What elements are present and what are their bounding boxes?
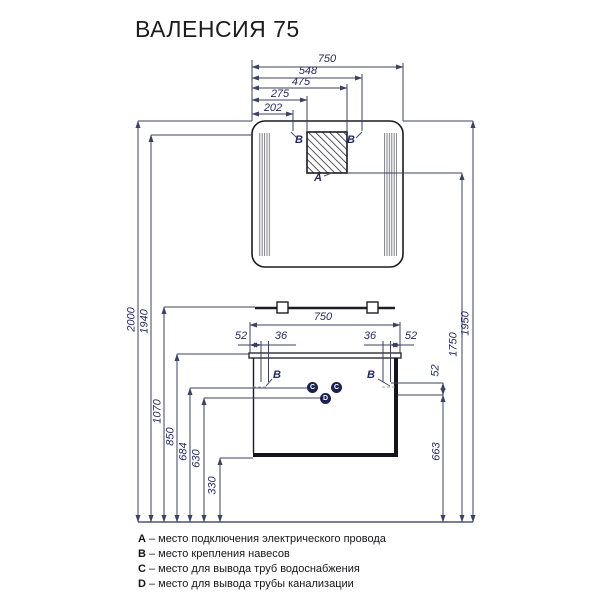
leader-cab-b-left [265,378,273,387]
leader-lines [265,131,391,387]
hanger-bolts [260,358,391,382]
legend-item-b: B– место крепления навесов [138,548,386,560]
ext-hanger-bolts [260,345,391,358]
legend-key-c: C [138,563,146,575]
mirror-outline [251,120,404,268]
legend-text-b: – место крепления навесов [148,548,290,560]
label-mirror-b-right: B [347,134,355,146]
countertop [248,352,402,359]
dim-663: 663 [430,442,443,461]
dim-52-left: 52 [234,330,248,342]
drain-outlet-d: D [320,393,331,404]
dim-475: 475 [291,76,311,88]
dim-330: 330 [206,476,219,495]
leader-mirror-b-right [355,131,363,139]
dim-548: 548 [298,65,318,77]
leader-mirror-b-left [290,131,298,139]
dimension-lines [135,60,476,523]
legend-key-d: D [138,578,146,590]
label-cab-b-right: B [367,369,375,381]
dim-630: 630 [190,449,203,468]
cabinet [248,352,402,457]
dim-750-mirror: 750 [317,53,337,65]
legend-item-d: D– место для вывода трубы канализации [138,578,386,590]
dim-1940: 1940 [138,309,151,334]
dim-52-right-top: 52 [404,330,418,342]
leader-cab-b-right [377,378,391,387]
dim-202: 202 [263,102,283,114]
mirror-lamp-right [384,133,397,256]
label-cab-b-left: B [273,369,281,381]
legend-item-c: C– место для вывода труб водоснабжения [138,563,386,575]
shelf-clamp-right [366,301,379,314]
dim-36-left: 36 [274,330,288,342]
mirror [251,120,404,268]
legend-key-b: B [138,548,146,560]
legend-text-c: – место для вывода труб водоснабжения [148,563,360,575]
shelf [255,301,395,314]
legend-item-a: A– место подключения электрического пров… [138,533,386,545]
water-outlet-c2: C [331,382,342,393]
electrical-box [306,131,348,174]
legend-text-d: – место для вывода трубы канализации [148,578,354,590]
dim-750-cabinet: 750 [313,311,333,323]
shelf-clamp-left [276,301,289,314]
dim-52-right: 52 [429,364,442,377]
legend-text-a: – место подключения электрического прово… [148,533,386,545]
legend: A– место подключения электрического пров… [138,533,386,593]
dim-36-right: 36 [363,330,377,342]
dim-275: 275 [270,88,290,100]
page-title: ВАЛЕНСИЯ 75 [135,16,300,42]
dim-1750: 1750 [447,332,460,357]
mirror-lamp-left [258,133,271,256]
legend-key-a: A [138,533,146,545]
label-electrical-a: A [314,172,322,184]
label-mirror-b-left: B [295,134,303,146]
water-outlet-c1: C [307,382,318,393]
leader-mirror-a [323,171,335,177]
